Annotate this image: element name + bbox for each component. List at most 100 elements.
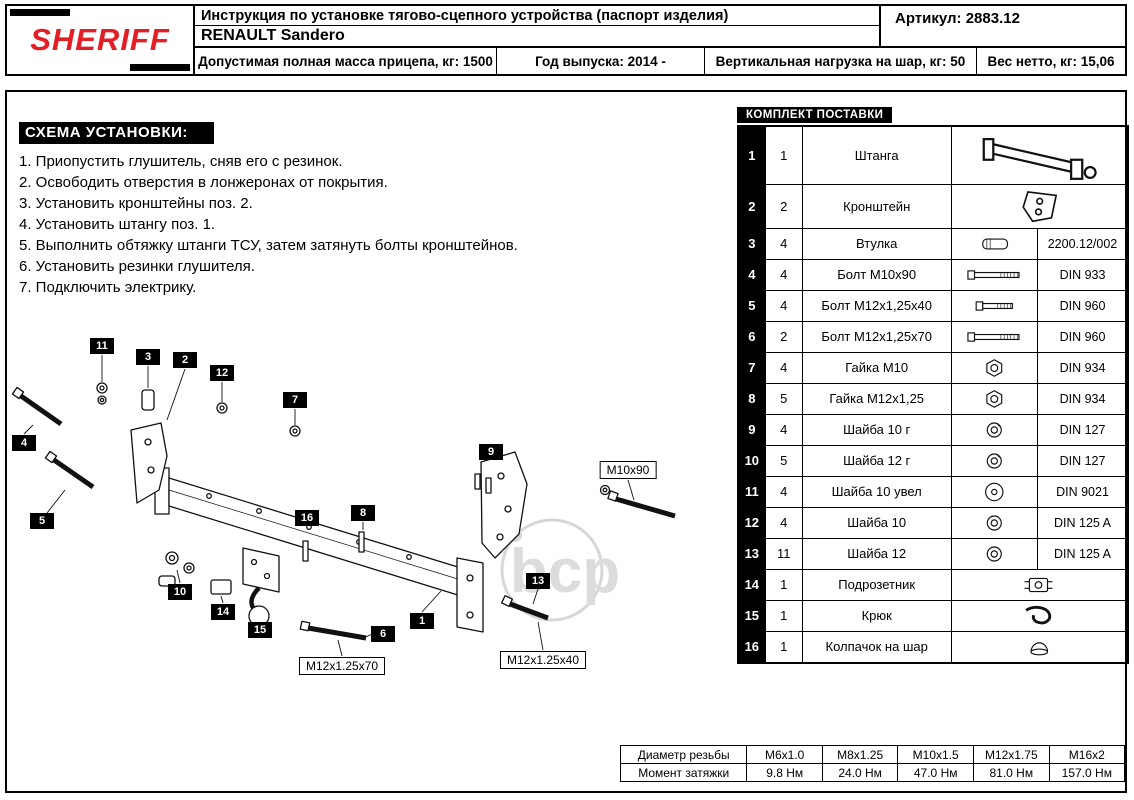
part-name: Шайба 10 г bbox=[801, 413, 952, 446]
install-steps: 1. Приопустить глушитель, сняв его с рез… bbox=[19, 152, 619, 299]
brand-logo: SHERIFF bbox=[7, 6, 195, 74]
main-content: СХЕМА УСТАНОВКИ: 1. Приопустить глушител… bbox=[5, 90, 1129, 793]
part-position: 14 bbox=[737, 568, 766, 601]
part-qty: 4 bbox=[764, 351, 803, 384]
article-number: Артикул: 2883.12 bbox=[895, 10, 1020, 27]
bolts bbox=[11, 386, 676, 641]
washers bbox=[96, 382, 611, 574]
part-standard: DIN 960 bbox=[1037, 320, 1129, 353]
header-title-row: Инструкция по установке тягово-сцепного … bbox=[195, 6, 1125, 48]
part-qty: 2 bbox=[764, 183, 803, 229]
part-icon-cell bbox=[950, 599, 1129, 632]
part-position: 13 bbox=[737, 537, 766, 570]
header-info: Инструкция по установке тягово-сцепного … bbox=[195, 6, 1125, 74]
part-icon-cell bbox=[950, 351, 1039, 384]
parts-list-title: КОМПЛЕКТ ПОСТАВКИ bbox=[737, 107, 893, 123]
scheme-title: СХЕМА УСТАНОВКИ: bbox=[19, 122, 214, 144]
towbar-icon bbox=[982, 138, 1097, 181]
part-standard: DIN 127 bbox=[1037, 413, 1129, 446]
assembly-diagram: bcp bbox=[11, 355, 676, 657]
part-position: 2 bbox=[737, 183, 766, 229]
install-step: 3. Установить кронштейны поз. 2. bbox=[19, 195, 253, 212]
part-name: Болт М12х1,25х40 bbox=[801, 289, 952, 322]
diagram-callout-5: 5 bbox=[30, 513, 54, 529]
part-name: Гайка М10 bbox=[801, 351, 952, 384]
part-qty: 4 bbox=[764, 258, 803, 291]
part-icon-cell bbox=[950, 630, 1129, 663]
diagram-callout-16: 16 bbox=[295, 510, 319, 526]
part-icon-cell bbox=[950, 475, 1039, 508]
diagram-callout-14: 14 bbox=[211, 604, 235, 620]
bushing-icon bbox=[982, 237, 1009, 250]
part-qty: 1 bbox=[764, 568, 803, 601]
diagram-callout-7: 7 bbox=[283, 392, 307, 408]
diagram-callout-11: 11 bbox=[90, 338, 114, 354]
part-name: Втулка bbox=[801, 227, 952, 260]
part-position: 5 bbox=[737, 289, 766, 322]
rubber-mount bbox=[158, 575, 176, 587]
part-standard: DIN 127 bbox=[1037, 444, 1129, 477]
part-position: 7 bbox=[737, 351, 766, 384]
part-qty: 4 bbox=[764, 227, 803, 260]
brand-logo-text: SHERIFF bbox=[30, 22, 170, 57]
torque-value: 9.8 Нм bbox=[746, 763, 823, 782]
bolt-icon bbox=[975, 300, 1013, 311]
part-name: Шайба 10 bbox=[801, 506, 952, 539]
spec-trailer-mass: Допустимая полная масса прицепа, кг: 150… bbox=[195, 48, 497, 74]
diagram-callout-1: 1 bbox=[410, 613, 434, 629]
part-qty: 4 bbox=[764, 506, 803, 539]
part-name: Кронштейн bbox=[801, 183, 952, 229]
watermark: bcp bbox=[500, 518, 620, 622]
part-position: 11 bbox=[737, 475, 766, 508]
install-step: 2. Освободить отверстия в лонжеронах от … bbox=[19, 174, 388, 191]
part-position: 4 bbox=[737, 258, 766, 291]
part-qty: 4 bbox=[764, 413, 803, 446]
part-position: 16 bbox=[737, 630, 766, 663]
part-standard: DIN 125 A bbox=[1037, 506, 1129, 539]
part-icon-cell bbox=[950, 537, 1039, 570]
diagram-callout-12: 12 bbox=[210, 365, 234, 381]
part-qty: 4 bbox=[764, 289, 803, 322]
part-name: Крюк bbox=[801, 599, 952, 632]
diagram-callout-6: 6 bbox=[371, 626, 395, 642]
part-icon-cell bbox=[950, 227, 1039, 260]
torque-value: 157.0 Нм bbox=[1048, 763, 1126, 782]
diagram-callout-2: 2 bbox=[173, 352, 197, 368]
diagram-callout-10: 10 bbox=[168, 584, 192, 600]
part-position: 12 bbox=[737, 506, 766, 539]
part-name: Штанга bbox=[801, 125, 952, 185]
part-qty: 1 bbox=[764, 599, 803, 632]
part-qty: 5 bbox=[764, 382, 803, 415]
install-step: 4. Установить штангу поз. 1. bbox=[19, 216, 216, 233]
washer-icon bbox=[986, 514, 1002, 531]
part-qty: 11 bbox=[764, 537, 803, 570]
towbar-beam bbox=[154, 467, 484, 633]
watermark-text: bcp bbox=[510, 537, 620, 606]
part-position: 9 bbox=[737, 413, 766, 446]
bolt-long-icon bbox=[967, 269, 1020, 280]
header-spec-row: Допустимая полная масса прицепа, кг: 150… bbox=[195, 48, 1125, 74]
torque-row-label: Момент затяжки bbox=[619, 763, 748, 782]
torque-value: 24.0 Нм bbox=[821, 763, 899, 782]
part-icon-cell bbox=[950, 320, 1039, 353]
spec-year: Год выпуска: 2014 - bbox=[497, 48, 705, 74]
washer-spring-icon bbox=[986, 421, 1002, 438]
torque-value: М6х1.0 bbox=[746, 745, 823, 764]
bushing bbox=[141, 389, 155, 411]
torque-value: 81.0 Нм bbox=[972, 763, 1050, 782]
torque-value: 47.0 Нм bbox=[897, 763, 974, 782]
part-icon-cell bbox=[950, 183, 1129, 229]
